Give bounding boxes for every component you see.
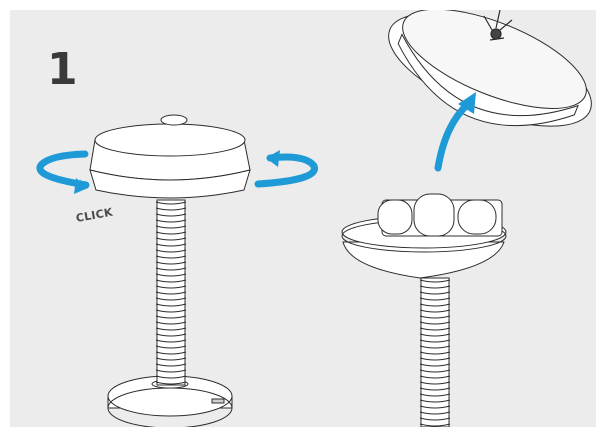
- lamp-spring-neck: [420, 278, 450, 427]
- lamp-head-lifted: [371, 10, 596, 158]
- lift-arrow-icon: [438, 104, 468, 168]
- battery-pack: [378, 194, 502, 236]
- rotate-arrow-head-right: [266, 150, 280, 167]
- right-lamp: [342, 194, 506, 427]
- figure-panel: 1 CLICK: [10, 10, 596, 427]
- step-number: 1: [47, 48, 78, 92]
- lamp-spring-neck: [156, 200, 186, 385]
- left-lamp: [90, 115, 250, 427]
- lamp-head: [90, 115, 250, 198]
